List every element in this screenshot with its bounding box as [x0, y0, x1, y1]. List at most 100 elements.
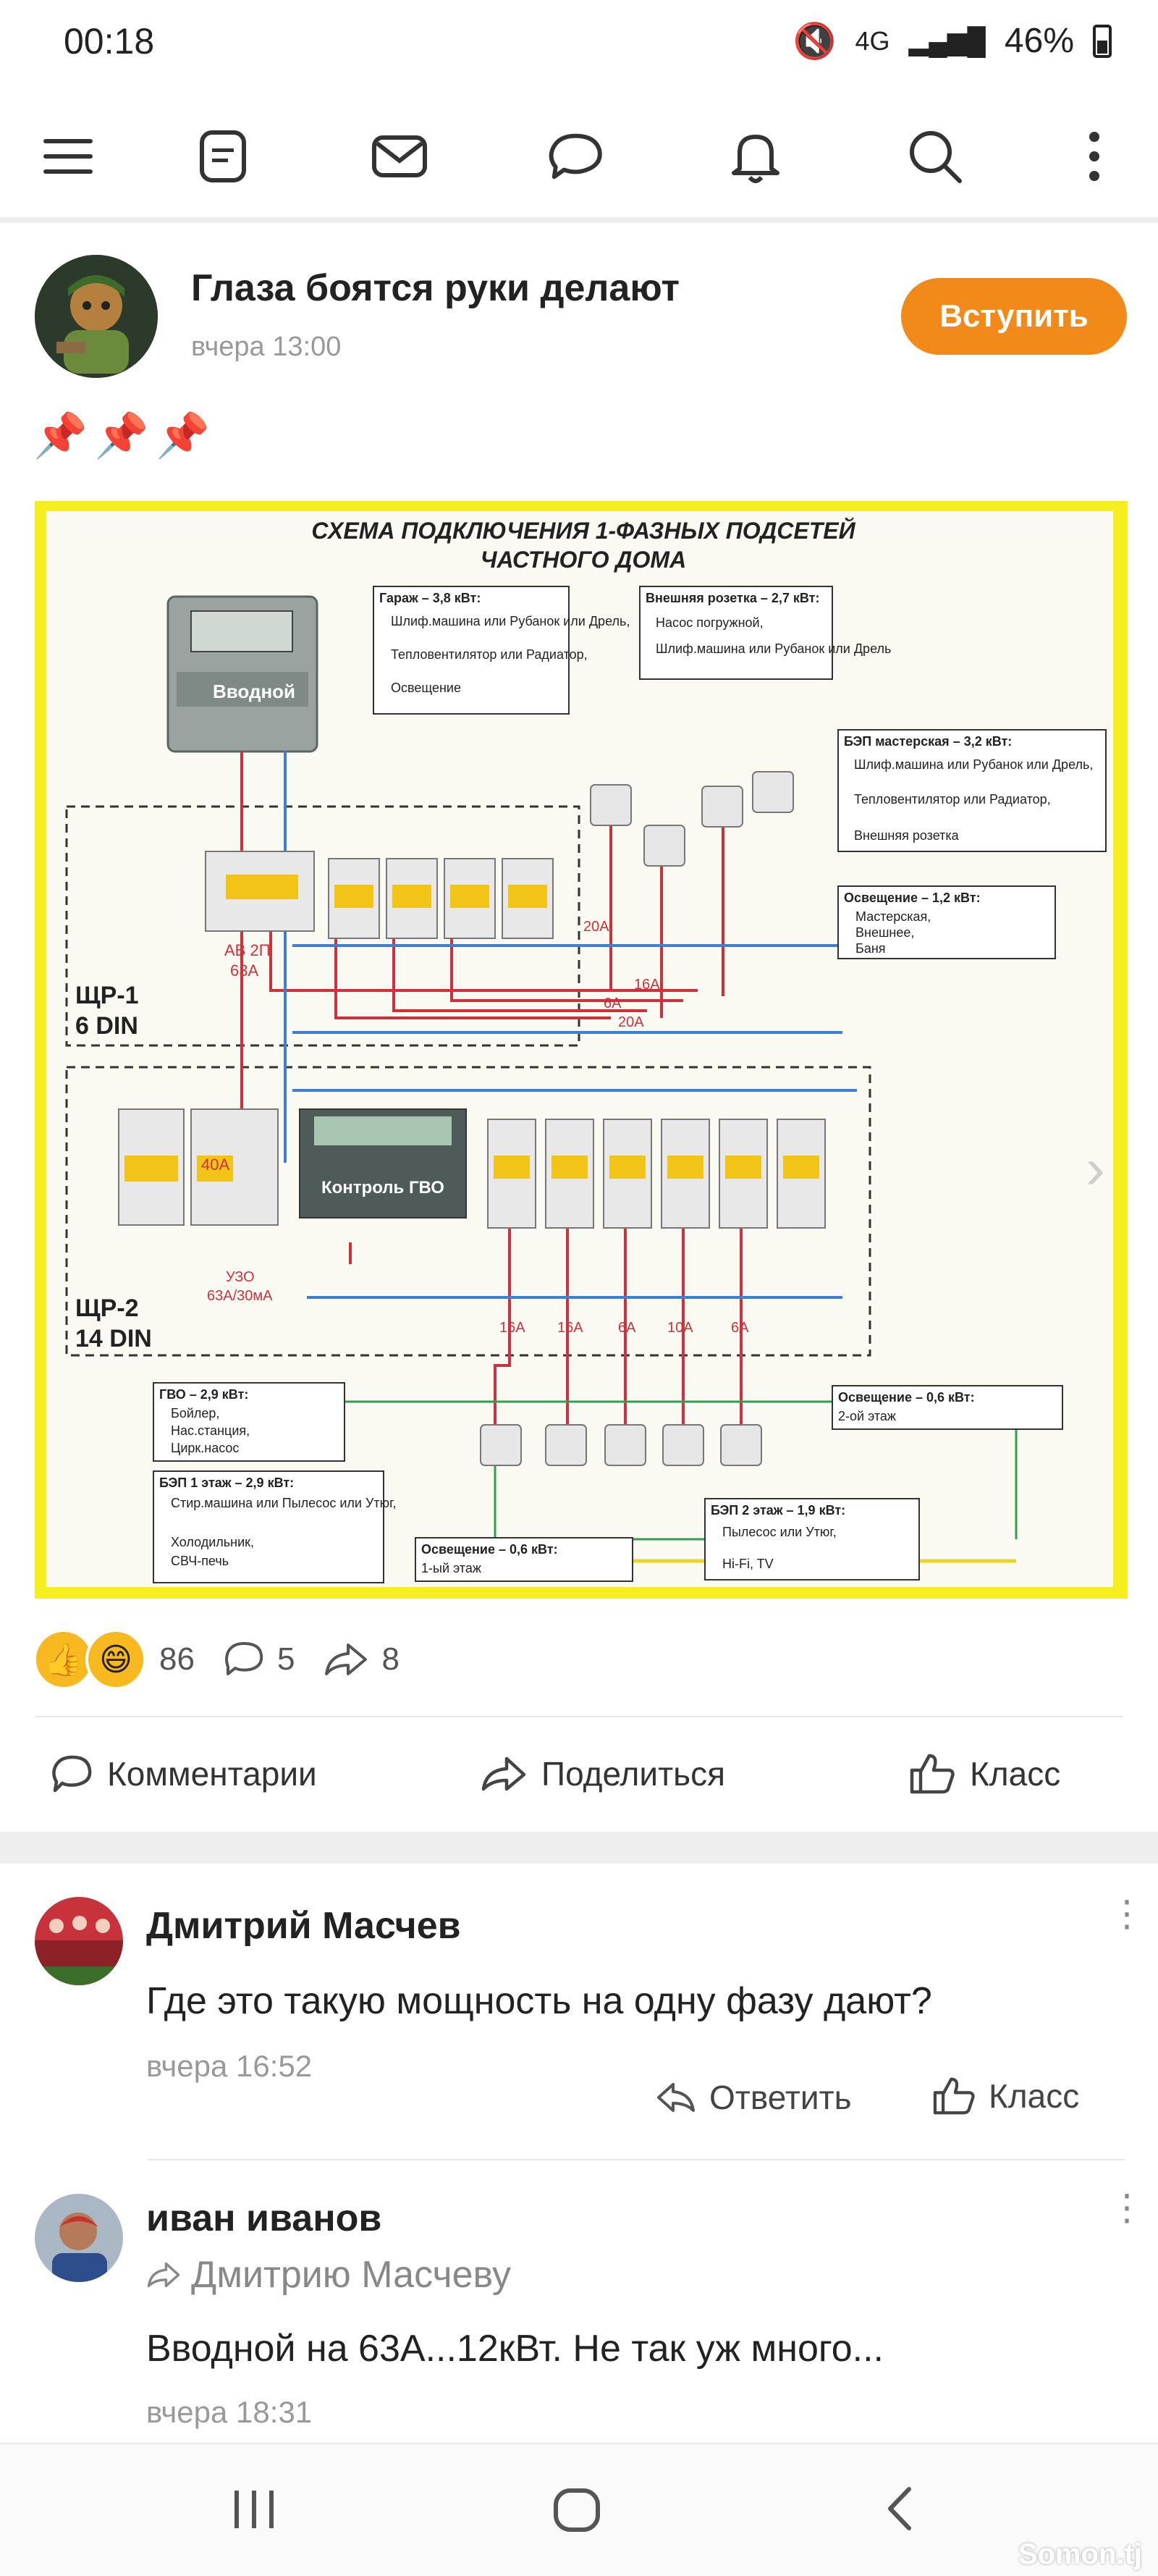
bep1-item-3: СВЧ-печь — [171, 1554, 229, 1568]
a40-label: 40А — [201, 1156, 229, 1174]
light1-item-3: Баня — [855, 941, 886, 956]
search-icon[interactable] — [906, 127, 964, 185]
comment-avatar[interactable] — [35, 2194, 123, 2282]
back-icon[interactable] — [883, 2485, 915, 2536]
more-icon[interactable] — [1065, 127, 1123, 185]
comment-thumbs-up-icon — [933, 2077, 975, 2115]
post-image[interactable]: СХЕМА ПОДКЛЮЧЕНИЯ 1-ФАЗНЫХ ПОДСЕТЕЙ ЧАСТ… — [35, 501, 1128, 1599]
section-gap — [0, 1832, 1158, 1864]
light-floor2-title: Освещение – 0,6 кВт: — [838, 1390, 975, 1405]
shr1-din: 6 DIN — [75, 1012, 138, 1040]
group-name[interactable]: Глаза боятся руки делают — [191, 267, 680, 309]
workshop-title: БЭП мастерская – 3,2 кВт: — [844, 734, 1012, 749]
actions-divider — [35, 1716, 1123, 1717]
feed1-1: 16А — [634, 977, 660, 993]
comment-action-label: Комментарии — [107, 1755, 317, 1793]
join-button[interactable]: Вступить — [901, 278, 1127, 355]
laugh-reaction-icon[interactable]: 😄 — [85, 1629, 146, 1690]
feed2-4: 6А — [731, 1320, 749, 1336]
uzo-value: 63А/30мА — [207, 1288, 273, 1304]
comment-divider — [148, 2159, 1125, 2160]
meter-label: Вводной — [213, 681, 295, 702]
network-type: 4G — [855, 25, 890, 56]
light1-item-1: Мастерская, — [855, 909, 931, 924]
garage-title: Гараж – 3,8 кВт: — [379, 591, 481, 605]
menu-icon[interactable] — [39, 127, 97, 185]
outdoor-item-2: Шлиф.машина или Рубанок или Дрель — [656, 641, 891, 656]
bep1-item-2: Холодильник, — [171, 1535, 254, 1549]
comment-author[interactable]: Дмитрий Масчев — [146, 1905, 461, 1947]
bep1-item-1: Стир.машина или Пылесос или Утюг, — [171, 1496, 397, 1510]
shr1-label: ЩР-1 — [75, 982, 139, 1009]
like-action[interactable]: Класс — [909, 1745, 1060, 1803]
comment-author[interactable]: иван иванов — [146, 2197, 382, 2239]
comment-menu-icon[interactable]: ⋮ — [1109, 1893, 1145, 1934]
shr1-breakers — [205, 851, 554, 939]
mail-icon[interactable] — [371, 127, 428, 185]
ab-label: АВ 2П — [224, 941, 271, 959]
thumbs-up-icon — [910, 1754, 955, 1794]
group-avatar[interactable] — [35, 255, 158, 378]
reply-icon — [657, 2083, 695, 2112]
system-nav-bar — [0, 2443, 1158, 2576]
reply-to[interactable]: Дмитрию Масчеву — [146, 2253, 511, 2297]
reply-to-name: Дмитрию Масчеву — [191, 2254, 511, 2296]
reply-arrow-icon — [147, 2262, 180, 2288]
feed1-3: 20А — [618, 1014, 644, 1030]
feed1-2: 6А — [604, 996, 622, 1011]
gallery-next-icon[interactable]: › — [1086, 1136, 1105, 1200]
uzo-label: УЗО — [226, 1269, 255, 1285]
share-count-icon[interactable] — [324, 1641, 368, 1678]
feed2-2: 6А — [618, 1320, 636, 1336]
meter: Вводной — [166, 595, 318, 753]
comment-like-label: Класс — [989, 2077, 1080, 2115]
reactions-bar: 👍 😄 86 5 8 — [33, 1626, 428, 1693]
reply-button[interactable]: Ответить — [656, 2078, 852, 2117]
comment-like-button[interactable]: Класс — [932, 2076, 1079, 2116]
comment-icon — [52, 1755, 92, 1793]
garage-item-3: Освещение — [391, 681, 461, 695]
bell-icon[interactable] — [727, 127, 785, 185]
status-icons: 🔇 4G ▂▄▆█ 46% — [793, 20, 1112, 62]
comment-action[interactable]: Комментарии — [51, 1745, 317, 1803]
light-floor2-sub: 2-ой этаж — [838, 1409, 896, 1423]
shr2-label: ЩР-2 — [75, 1295, 139, 1322]
share-action-label: Поделиться — [541, 1755, 726, 1793]
recents-icon[interactable] — [232, 2489, 276, 2533]
battery-icon — [1093, 24, 1112, 58]
wiring-diagram: СХЕМА ПОДКЛЮЧЕНИЯ 1-ФАЗНЫХ ПОДСЕТЕЙ ЧАСТ… — [46, 511, 1113, 1587]
notes-icon[interactable] — [194, 127, 252, 185]
reactions-count[interactable]: 86 — [159, 1641, 195, 1677]
mute-icon: 🔇 — [793, 22, 837, 61]
comment-menu-icon[interactable]: ⋮ — [1109, 2187, 1145, 2228]
feed2-1: 16А — [557, 1320, 583, 1336]
signal-icon: ▂▄▆█ — [908, 25, 986, 56]
shr2-box — [65, 1066, 871, 1357]
home-icon[interactable] — [553, 2488, 601, 2536]
shr2-din: 14 DIN — [75, 1325, 152, 1352]
comment-count-icon[interactable] — [224, 1641, 264, 1678]
share-icon — [481, 1756, 526, 1791]
feed2-3: 10А — [667, 1320, 693, 1336]
comment-avatar[interactable] — [35, 1897, 123, 1985]
ab-value: 63A — [230, 961, 258, 980]
nav-divider — [0, 217, 1158, 223]
light-floor1-sub: 1-ый этаж — [421, 1561, 481, 1575]
chat-icon[interactable] — [547, 127, 605, 185]
workshop-item-3: Внешняя розетка — [854, 828, 960, 843]
pin-emojis: 📌📌📌 — [33, 411, 218, 460]
light-floor1-title: Освещение – 0,6 кВт: — [421, 1542, 558, 1557]
share-action[interactable]: Поделиться — [481, 1745, 725, 1803]
bep1-title: БЭП 1 этаж – 2,9 кВт: — [159, 1476, 294, 1490]
garage-item-2: Тепловентилятор или Радиатор, — [391, 647, 588, 662]
battery-percent: 46% — [1004, 22, 1074, 60]
bep2-item-1: Пылесос или Утюг, — [722, 1525, 837, 1539]
watermark: Somon.tj — [1018, 2538, 1142, 2570]
workshop-item-1: Шлиф.машина или Рубанок или Дрель, — [854, 757, 1093, 772]
gvo-title: ГВО – 2,9 кВт: — [159, 1387, 248, 1402]
comment-text: Где это такую мощность на одну фазу дают… — [146, 1980, 932, 2022]
reply-label: Ответить — [709, 2079, 852, 2116]
kontrol-label: Контроль ГВО — [321, 1178, 444, 1197]
light1-item-2: Внешнее, — [855, 925, 914, 940]
like-action-label: Класс — [970, 1755, 1061, 1793]
